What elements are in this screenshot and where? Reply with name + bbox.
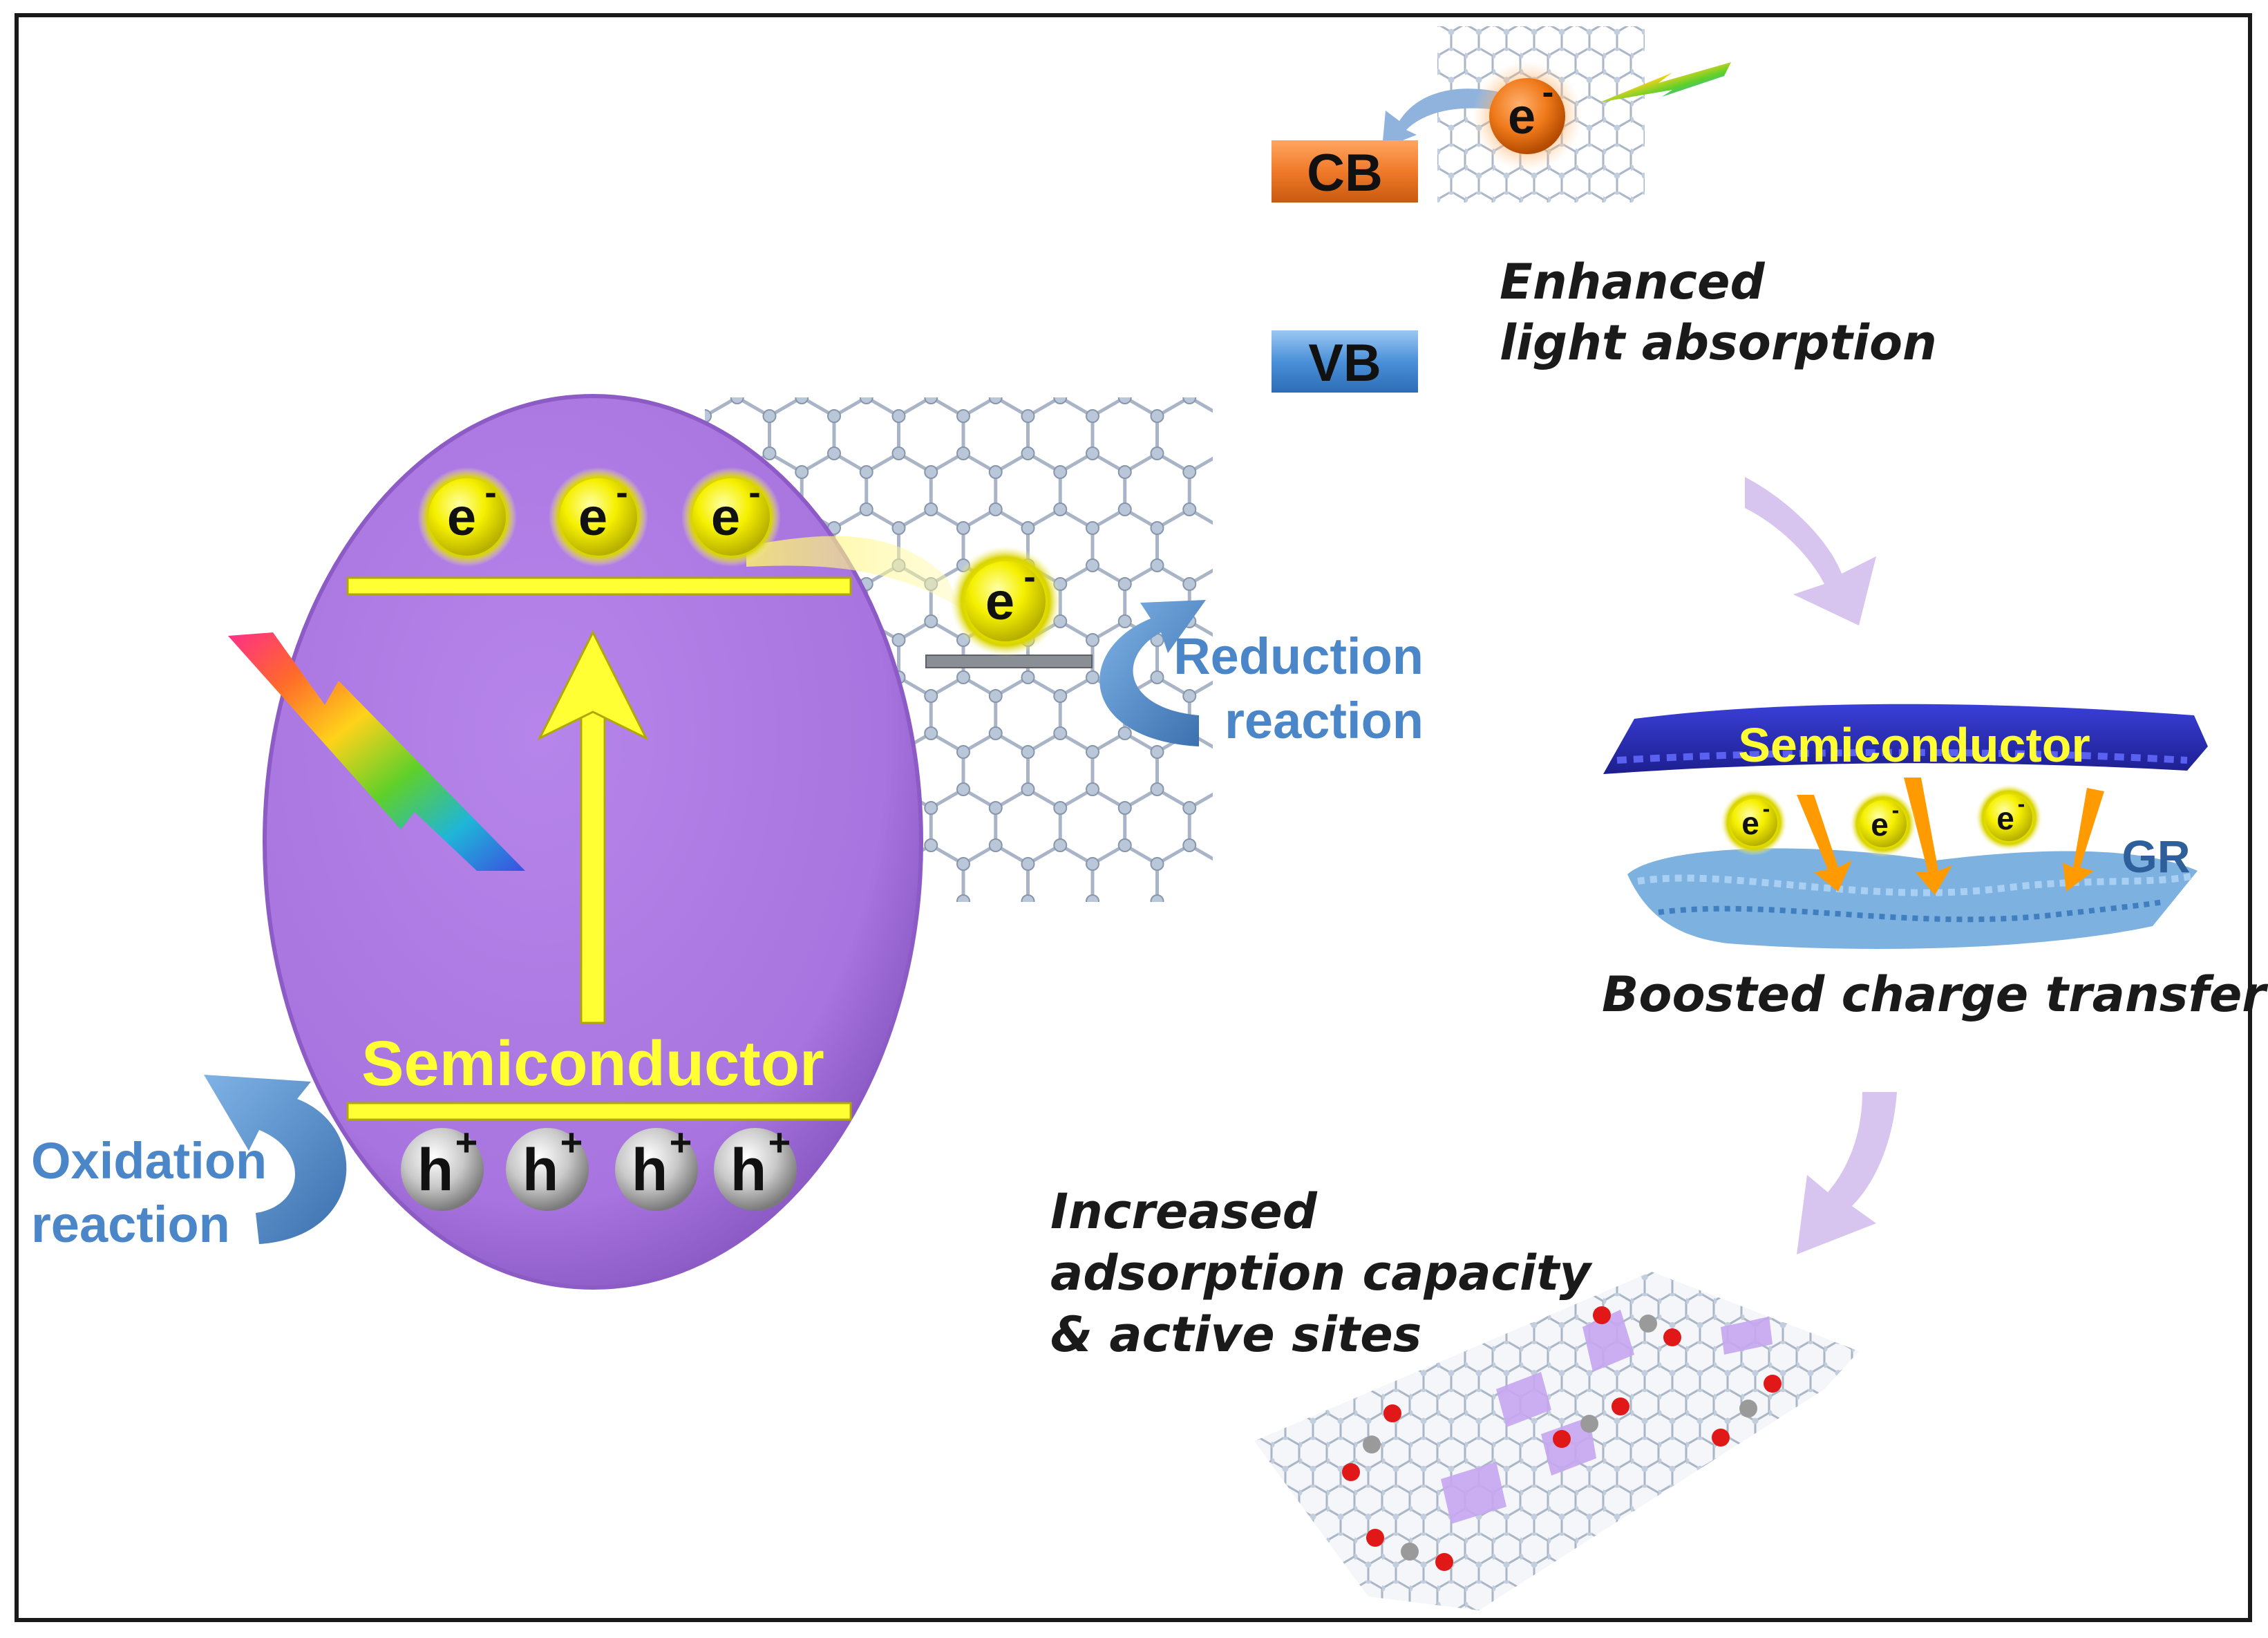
charge-electron-1-symbol: e xyxy=(1741,805,1759,841)
valence-band-line xyxy=(346,1102,852,1121)
hole-2: h + xyxy=(506,1120,589,1211)
charge-electron-2: e - xyxy=(1850,791,1916,857)
electron-3: e - xyxy=(681,467,781,567)
hole-3-symbol: h xyxy=(632,1137,668,1203)
gr-label: GR xyxy=(2122,831,2191,882)
charge-electron-1-charge: - xyxy=(1763,796,1770,821)
light-caption-line2: light absorption xyxy=(1500,314,1937,371)
reduction-arrow xyxy=(1099,600,1206,746)
oxidation-label-line1: Oxidation xyxy=(31,1132,267,1189)
light-panel-electron: e - xyxy=(1472,61,1582,171)
charge-electron-2-symbol: e xyxy=(1871,807,1889,842)
electron-3-symbol: e xyxy=(711,488,740,547)
cb-label: CB xyxy=(1307,144,1383,203)
reduction-label-line1: Reduction xyxy=(1173,628,1424,685)
electron-2-charge: - xyxy=(616,473,627,513)
electron-1-charge: - xyxy=(484,473,496,513)
hole-2-charge: + xyxy=(560,1120,583,1164)
adsorption-caption-line3: & active sites xyxy=(1050,1306,1421,1363)
oxidation-label-line2: reaction xyxy=(31,1196,230,1253)
charge-electron-3-charge: - xyxy=(2018,791,2025,816)
hole-1-symbol: h xyxy=(417,1137,454,1203)
electron-2-symbol: e xyxy=(578,488,607,547)
adsorption-caption-line1: Increased xyxy=(1050,1183,1318,1240)
graphene-level-bar xyxy=(925,655,1093,668)
light-electron-symbol: e xyxy=(1508,89,1535,144)
flow-arrow-1 xyxy=(1745,477,1876,625)
hole-2-symbol: h xyxy=(522,1137,559,1203)
hole-3-charge: + xyxy=(670,1120,692,1164)
hole-4-charge: + xyxy=(768,1120,791,1164)
electron-graphene-symbol: e xyxy=(985,572,1014,631)
flow-arrow-2 xyxy=(1797,1092,1897,1254)
electron-3-charge: - xyxy=(748,473,760,513)
oxidation-arrow xyxy=(204,1075,347,1244)
vb-label: VB xyxy=(1308,334,1381,393)
vb-box: VB xyxy=(1272,330,1418,393)
adsorption-caption-line2: adsorption capacity xyxy=(1050,1245,1594,1301)
charge-transfer-arrows xyxy=(1797,778,2104,895)
hole-4-symbol: h xyxy=(730,1137,767,1203)
light-caption-line1: Enhanced xyxy=(1500,254,1766,310)
charge-electron-1: e - xyxy=(1721,789,1787,856)
electron-1: e - xyxy=(417,467,517,567)
light-lightning-bolt xyxy=(228,632,525,871)
hole-1-charge: + xyxy=(455,1120,478,1164)
charge-semiconductor-label: Semiconductor xyxy=(1738,718,2090,772)
hole-4: h + xyxy=(714,1120,797,1211)
charge-electron-3-symbol: e xyxy=(1996,800,2014,836)
charge-electron-3: e - xyxy=(1976,784,2042,851)
reduction-label-line2: reaction xyxy=(1225,692,1424,749)
semiconductor-label: Semiconductor xyxy=(361,1028,824,1099)
semiconductor-particles xyxy=(1441,1310,1773,1524)
light-panel-lightning xyxy=(1600,62,1731,102)
electron-on-graphene: e - xyxy=(950,546,1061,657)
electron-graphene-charge: - xyxy=(1023,557,1035,597)
electron-transfer-beam xyxy=(746,536,961,608)
semiconductor-layer xyxy=(1603,704,2208,774)
charge-electron-2-charge: - xyxy=(1892,798,1900,822)
hole-1: h + xyxy=(401,1120,484,1211)
cb-box: CB xyxy=(1272,140,1418,203)
charge-caption: Boosted charge transfer xyxy=(1602,966,2268,1023)
hole-3: h + xyxy=(615,1120,698,1211)
excitation-arrow xyxy=(537,630,649,1024)
electron-1-symbol: e xyxy=(447,488,476,547)
oxygen-functional-groups xyxy=(1342,1306,1782,1571)
graphene-layer-gr xyxy=(1627,848,2198,949)
light-electron-charge: - xyxy=(1542,73,1554,111)
conduction-band-line xyxy=(346,576,852,596)
electron-2: e - xyxy=(549,467,648,567)
